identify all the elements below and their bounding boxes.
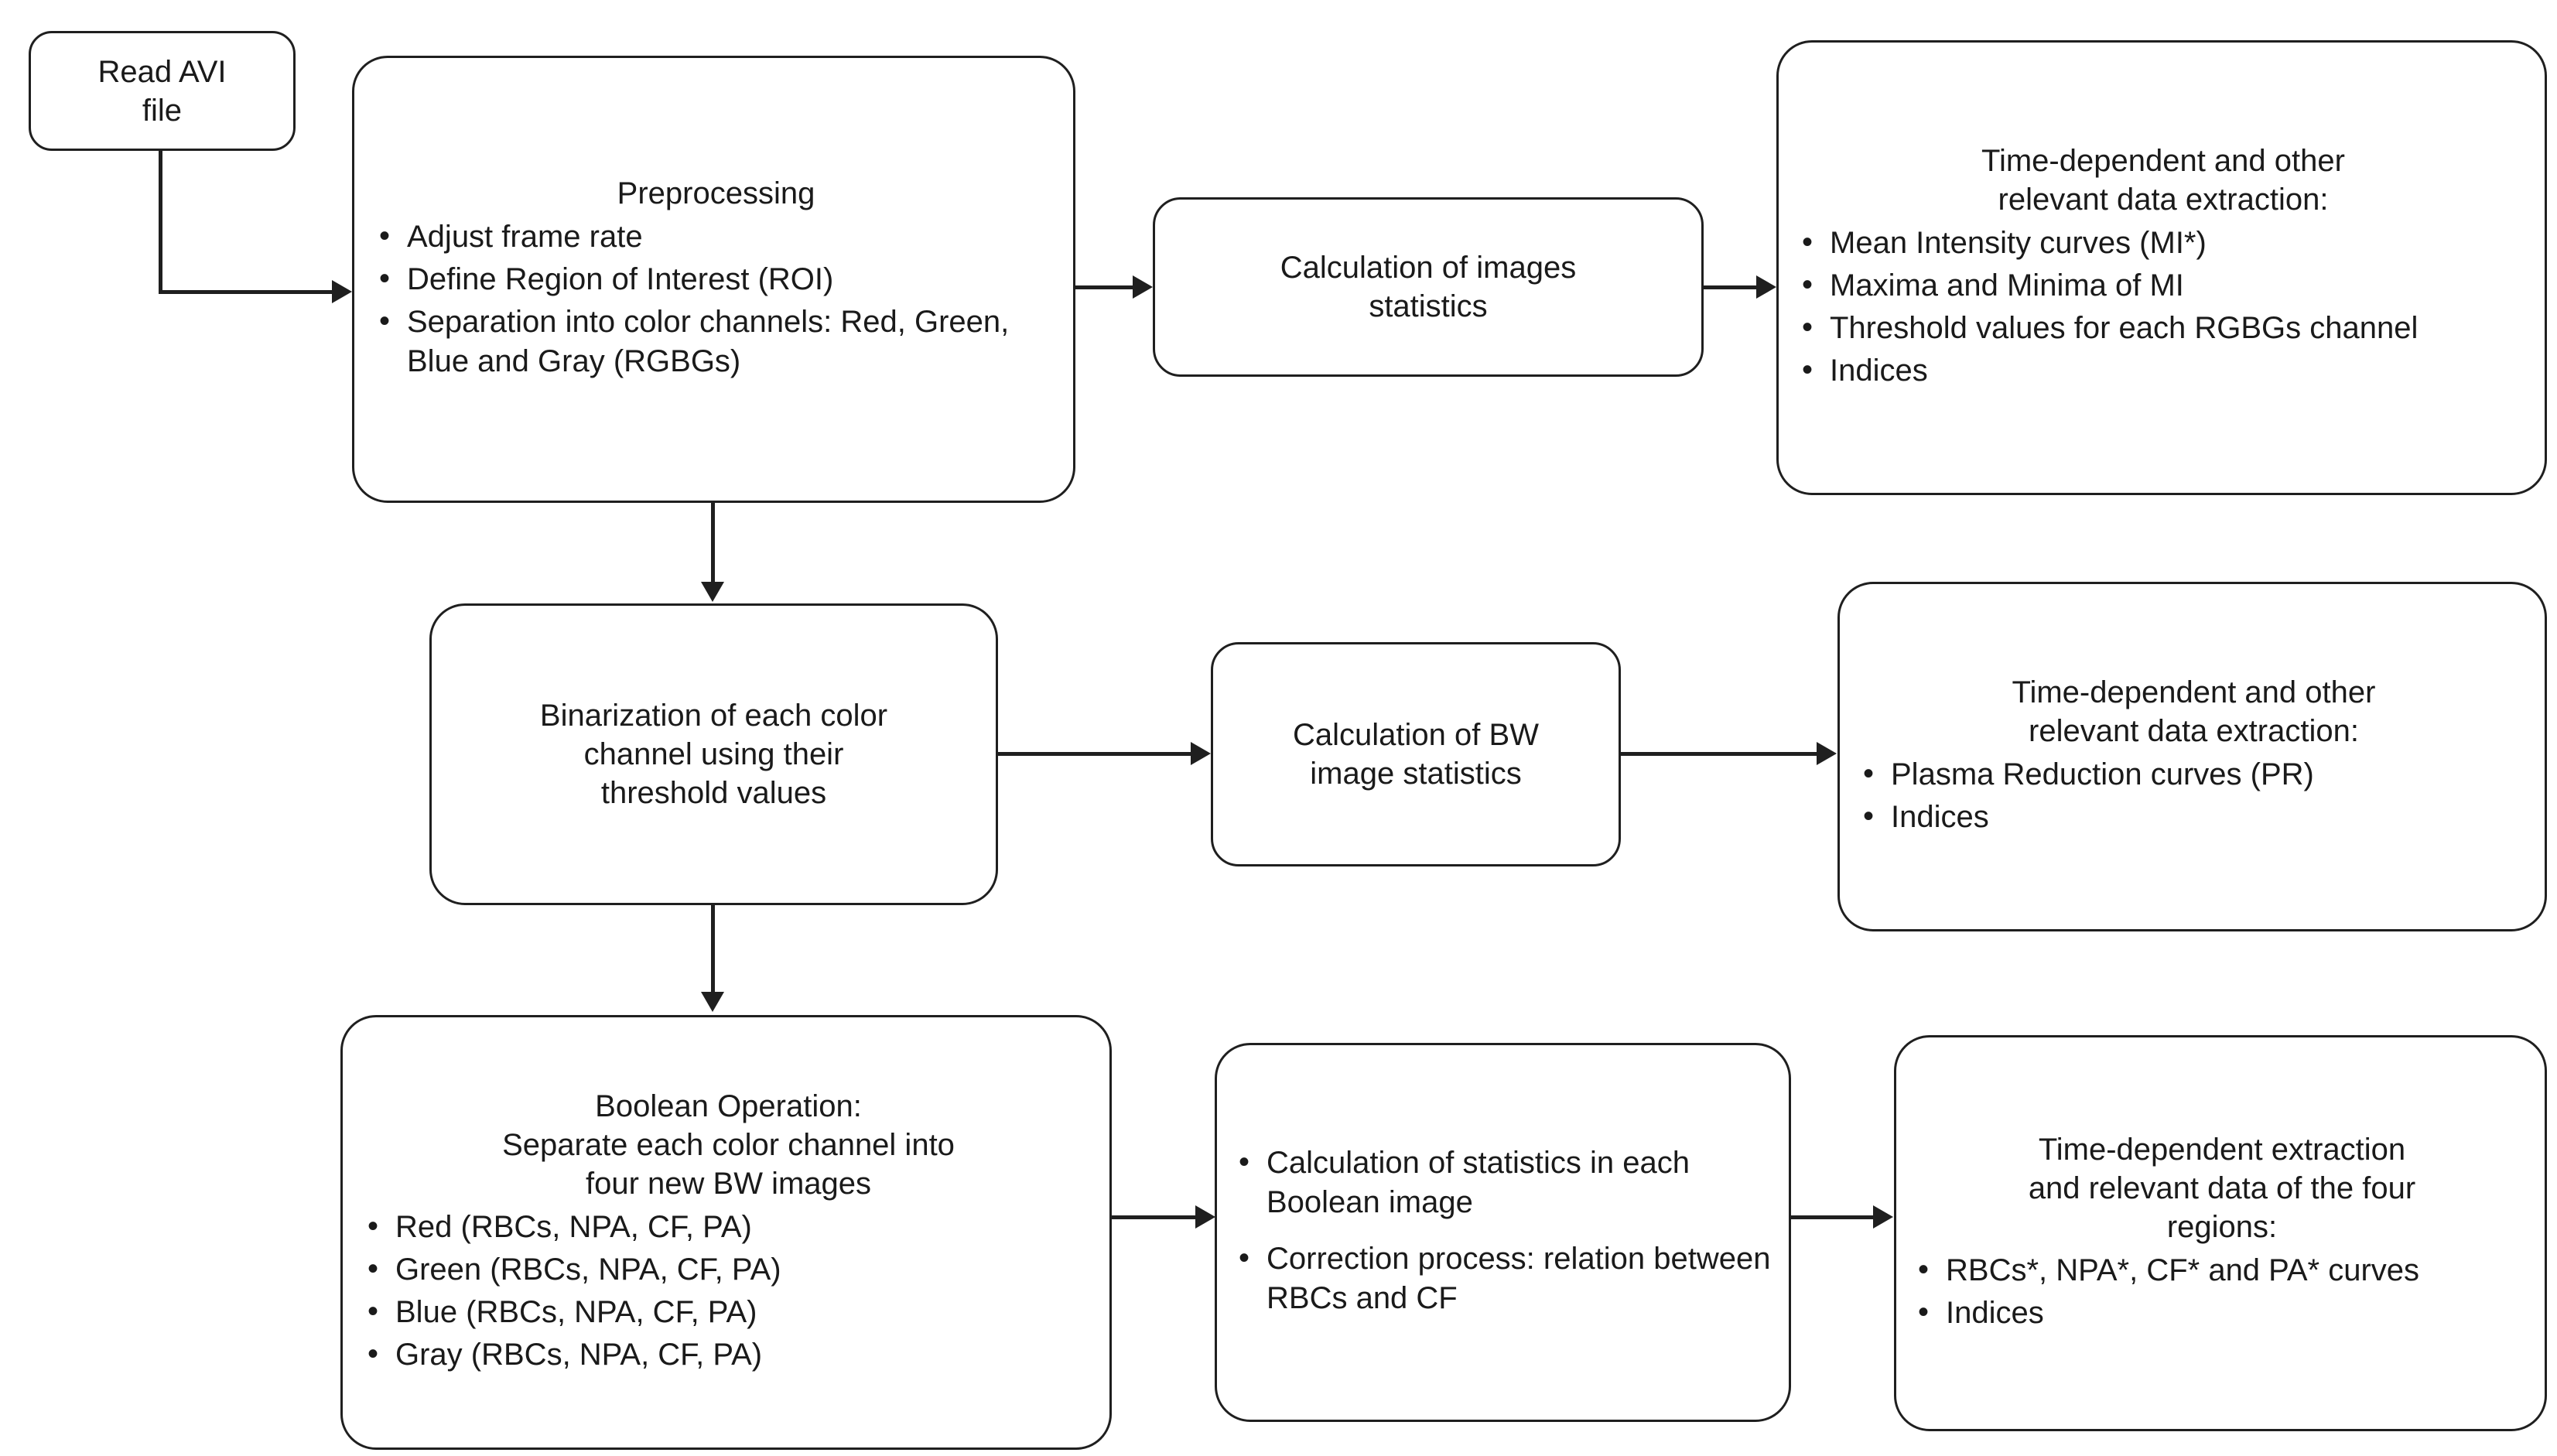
edge-preprocessing-to-binarization [711, 503, 715, 585]
edge-read-avi-to-preprocessing-horizontal [159, 290, 333, 294]
node-four-regions-extraction-title: Time-dependent extraction and relevant d… [2028, 1132, 2416, 1244]
edge-read-avi-to-preprocessing-vertical [159, 151, 162, 294]
list-item: Adjust frame rate [373, 217, 1059, 257]
node-binarization[interactable]: Binarization of each color channel using… [429, 603, 998, 905]
list-item: Correction process: relation between RBC… [1232, 1239, 1775, 1318]
list-item: Calculation of statistics in each Boolea… [1232, 1143, 1775, 1222]
node-pr-extraction[interactable]: Time-dependent and other relevant data e… [1837, 582, 2547, 931]
list-item: Plasma Reduction curves (PR) [1857, 754, 2531, 795]
list-item: Indices [1857, 797, 2531, 837]
arrowhead-preprocessing-to-binarization [701, 582, 724, 602]
list-item: RBCs*, NPA*, CF* and PA* curves [1912, 1250, 2532, 1290]
arrowhead-binarization-to-boolean-operation [701, 992, 724, 1012]
list-item: Red (RBCs, NPA, CF, PA) [361, 1207, 1096, 1247]
edge-binarization-to-boolean-operation [711, 905, 715, 995]
node-mi-extraction-title: Time-dependent and other relevant data e… [1981, 143, 2345, 217]
arrowhead-images-statistics-to-mi-extraction [1756, 275, 1776, 299]
list-item: Gray (RBCs, NPA, CF, PA) [361, 1335, 1096, 1375]
node-boolean-operation-title: Boolean Operation: Separate each color c… [502, 1089, 955, 1201]
edge-images-statistics-to-mi-extraction [1704, 285, 1759, 289]
node-boolean-statistics[interactable]: Calculation of statistics in each Boolea… [1215, 1043, 1791, 1422]
node-four-regions-extraction[interactable]: Time-dependent extraction and relevant d… [1894, 1035, 2547, 1431]
node-read-avi-file-title: Read AVI file [97, 54, 227, 128]
list-item: Maxima and Minima of MI [1796, 265, 2531, 306]
arrowhead-read-avi-to-preprocessing [332, 280, 352, 303]
node-images-statistics-title: Calculation of images statistics [1280, 251, 1577, 323]
arrowhead-binarization-to-bw-statistics [1191, 742, 1211, 765]
list-item: Mean Intensity curves (MI*) [1796, 223, 2531, 263]
arrowhead-preprocessing-to-images-statistics [1133, 275, 1153, 299]
node-bw-statistics[interactable]: Calculation of BW image statistics [1211, 642, 1621, 866]
edge-preprocessing-to-images-statistics [1075, 285, 1134, 289]
arrowhead-bw-statistics-to-pr-extraction [1817, 742, 1837, 765]
node-boolean-operation-bullets: Red (RBCs, NPA, CF, PA) Green (RBCs, NPA… [361, 1207, 1096, 1379]
node-pr-extraction-bullets: Plasma Reduction curves (PR) Indices [1857, 754, 2531, 840]
node-pr-extraction-title: Time-dependent and other relevant data e… [2012, 675, 2376, 748]
node-preprocessing-bullets: Adjust frame rate Define Region of Inter… [373, 217, 1059, 385]
node-four-regions-extraction-bullets: RBCs*, NPA*, CF* and PA* curves Indices [1912, 1250, 2532, 1336]
list-item: Indices [1912, 1293, 2532, 1333]
node-preprocessing-title: Preprocessing [617, 176, 815, 210]
node-mi-extraction-bullets: Mean Intensity curves (MI*) Maxima and M… [1796, 223, 2531, 395]
node-images-statistics[interactable]: Calculation of images statistics [1153, 197, 1704, 377]
node-preprocessing[interactable]: Preprocessing Adjust frame rate Define R… [352, 56, 1075, 503]
edge-boolean-operation-to-boolean-statistics [1112, 1215, 1198, 1219]
node-binarization-title: Binarization of each color channel using… [539, 699, 888, 810]
list-item: Green (RBCs, NPA, CF, PA) [361, 1249, 1096, 1290]
node-read-avi-file[interactable]: Read AVI file [29, 31, 296, 151]
list-item: Threshold values for each RGBGs channel [1796, 308, 2531, 348]
list-item: Define Region of Interest (ROI) [373, 259, 1059, 299]
edge-boolean-statistics-to-four-regions [1791, 1215, 1876, 1219]
edge-bw-statistics-to-pr-extraction [1621, 752, 1818, 756]
list-item: Indices [1796, 350, 2531, 391]
node-boolean-statistics-bullets: Calculation of statistics in each Boolea… [1232, 1143, 1775, 1322]
arrowhead-boolean-operation-to-boolean-statistics [1195, 1205, 1215, 1229]
list-item: Blue (RBCs, NPA, CF, PA) [361, 1292, 1096, 1332]
node-boolean-operation[interactable]: Boolean Operation: Separate each color c… [340, 1015, 1112, 1450]
list-item: Separation into color channels: Red, Gre… [373, 302, 1059, 381]
node-bw-statistics-title: Calculation of BW image statistics [1293, 718, 1539, 791]
node-mi-extraction[interactable]: Time-dependent and other relevant data e… [1776, 40, 2547, 495]
edge-binarization-to-bw-statistics [998, 752, 1192, 756]
arrowhead-boolean-statistics-to-four-regions [1873, 1205, 1893, 1229]
